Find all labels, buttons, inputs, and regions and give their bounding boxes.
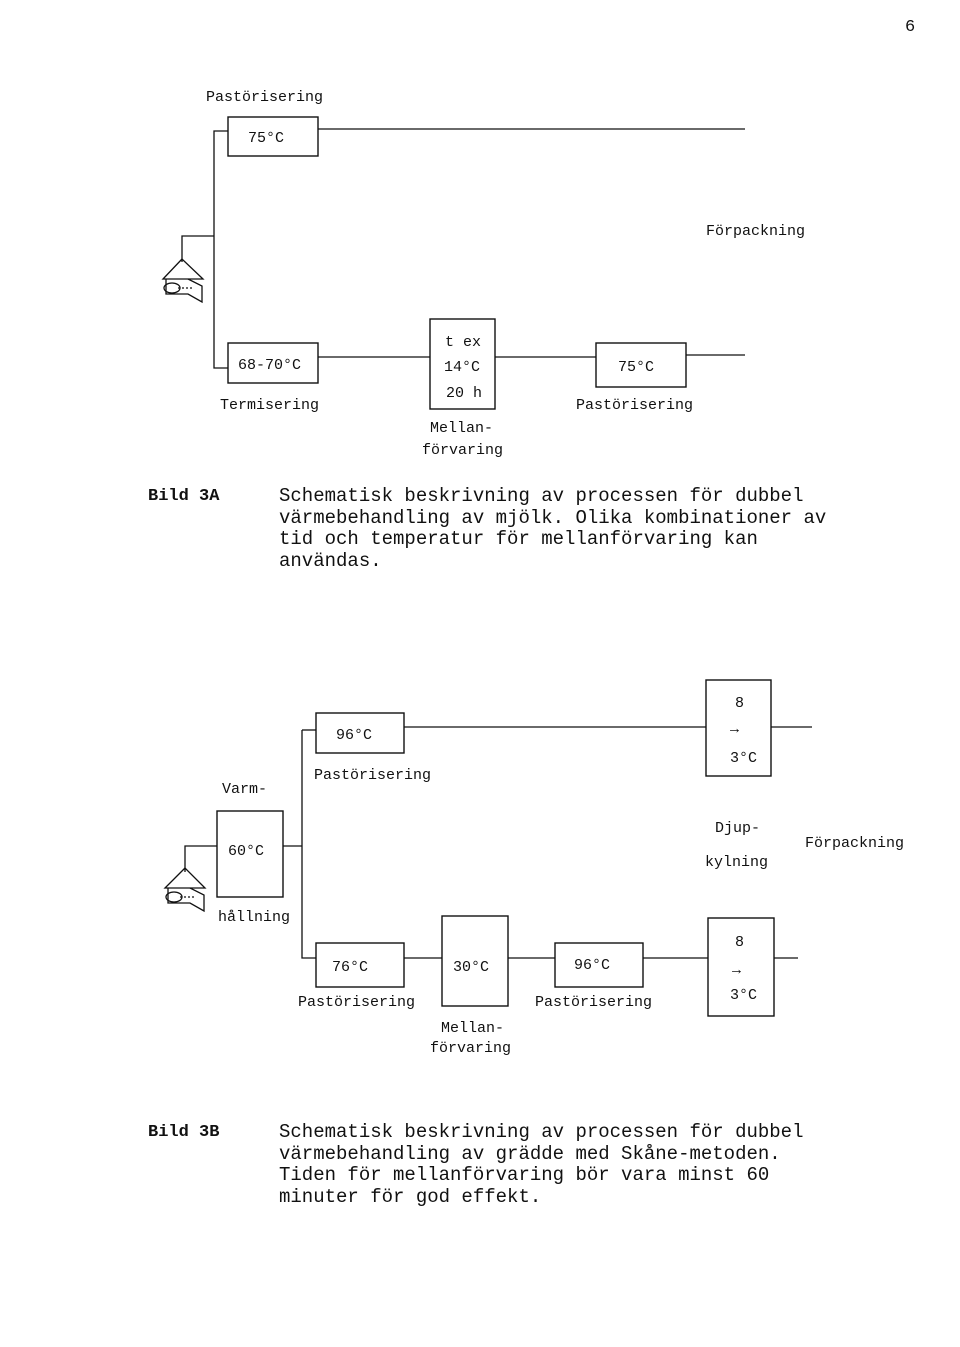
heating-label-line2: hållning (218, 909, 290, 926)
figure-3a: Pastörisering 75°C Förpackning 68-70°C T… (161, 89, 805, 459)
storage-temp: 14°C (444, 359, 480, 376)
storage-label-line2-b: förvaring (430, 1040, 511, 1057)
supply-line-vertical (213, 130, 228, 369)
deep-cooling-arrow: → (730, 721, 739, 738)
lower-pasteurization1-box (315, 942, 405, 988)
upper-pasteurization-temp: 96°C (336, 727, 372, 744)
lower-cooling-from: 8 (735, 934, 744, 951)
pasteurization-box-a (595, 342, 687, 388)
storage-temp-b: 30°C (453, 959, 489, 976)
lower-pasteurization1-label: Pastörisering (298, 994, 415, 1011)
heating-temp: 60°C (228, 843, 264, 860)
top-pasteurization-box (227, 116, 319, 157)
split-line-vertical (301, 730, 316, 959)
storage-label-line1-b: Mellan- (441, 1020, 504, 1037)
cream-tank-feed-line (184, 845, 217, 872)
caption-3b-text: Schematisk beskrivning av processen för … (279, 1121, 804, 1208)
caption-3b-label: Bild 3B (148, 1123, 220, 1142)
thermization-box (227, 342, 319, 384)
figure-3b: Varm- hållning 60°C 96°C Pastörisering 8… (163, 679, 904, 1057)
storage-line1: t ex (445, 334, 481, 351)
deep-cooling-label-line1: Djup- (715, 820, 760, 837)
cream-tank-icon (163, 867, 207, 913)
lower-cooling-arrow: → (732, 962, 741, 979)
lower-cooling-box (707, 917, 775, 1017)
deep-cooling-label-line2: kylning (705, 854, 768, 871)
deep-cooling-to: 3°C (730, 750, 757, 767)
storage-box-b (441, 915, 509, 1007)
upper-pasteurization-box (315, 712, 405, 754)
lower-pasteurization2-label: Pastörisering (535, 994, 652, 1011)
storage-box-a (429, 318, 496, 410)
pasteurization-temp-a: 75°C (618, 359, 654, 376)
page-number: 6 (905, 18, 916, 37)
lower-pasteurization2-temp: 96°C (574, 957, 610, 974)
packaging-label-b: Förpackning (805, 835, 904, 852)
upper-pasteurization-label: Pastörisering (314, 767, 431, 784)
top-pasteurization-label: Pastörisering (206, 89, 323, 106)
milk-tank-icon (161, 258, 205, 304)
storage-label-line2-a: förvaring (422, 442, 503, 459)
pasteurization-label-a: Pastörisering (576, 397, 693, 414)
lower-pasteurization1-temp: 76°C (332, 959, 368, 976)
deep-cooling-box (705, 679, 772, 777)
thermization-temp: 68-70°C (238, 357, 301, 374)
top-pasteurization-temp: 75°C (248, 130, 284, 147)
lower-pasteurization2-box (554, 942, 644, 988)
storage-label-line1-a: Mellan- (430, 420, 493, 437)
lower-cooling-to: 3°C (730, 987, 757, 1004)
packaging-label-a: Förpackning (706, 223, 805, 240)
caption-3a-label: Bild 3A (148, 487, 220, 506)
tank-feed-line (181, 235, 214, 262)
storage-time: 20 h (446, 385, 482, 402)
thermization-label: Termisering (220, 397, 319, 414)
caption-3a-text: Schematisk beskrivning av processen för … (279, 485, 827, 572)
deep-cooling-from: 8 (735, 695, 744, 712)
heating-label-line1: Varm- (222, 781, 267, 798)
heating-box (216, 810, 284, 898)
